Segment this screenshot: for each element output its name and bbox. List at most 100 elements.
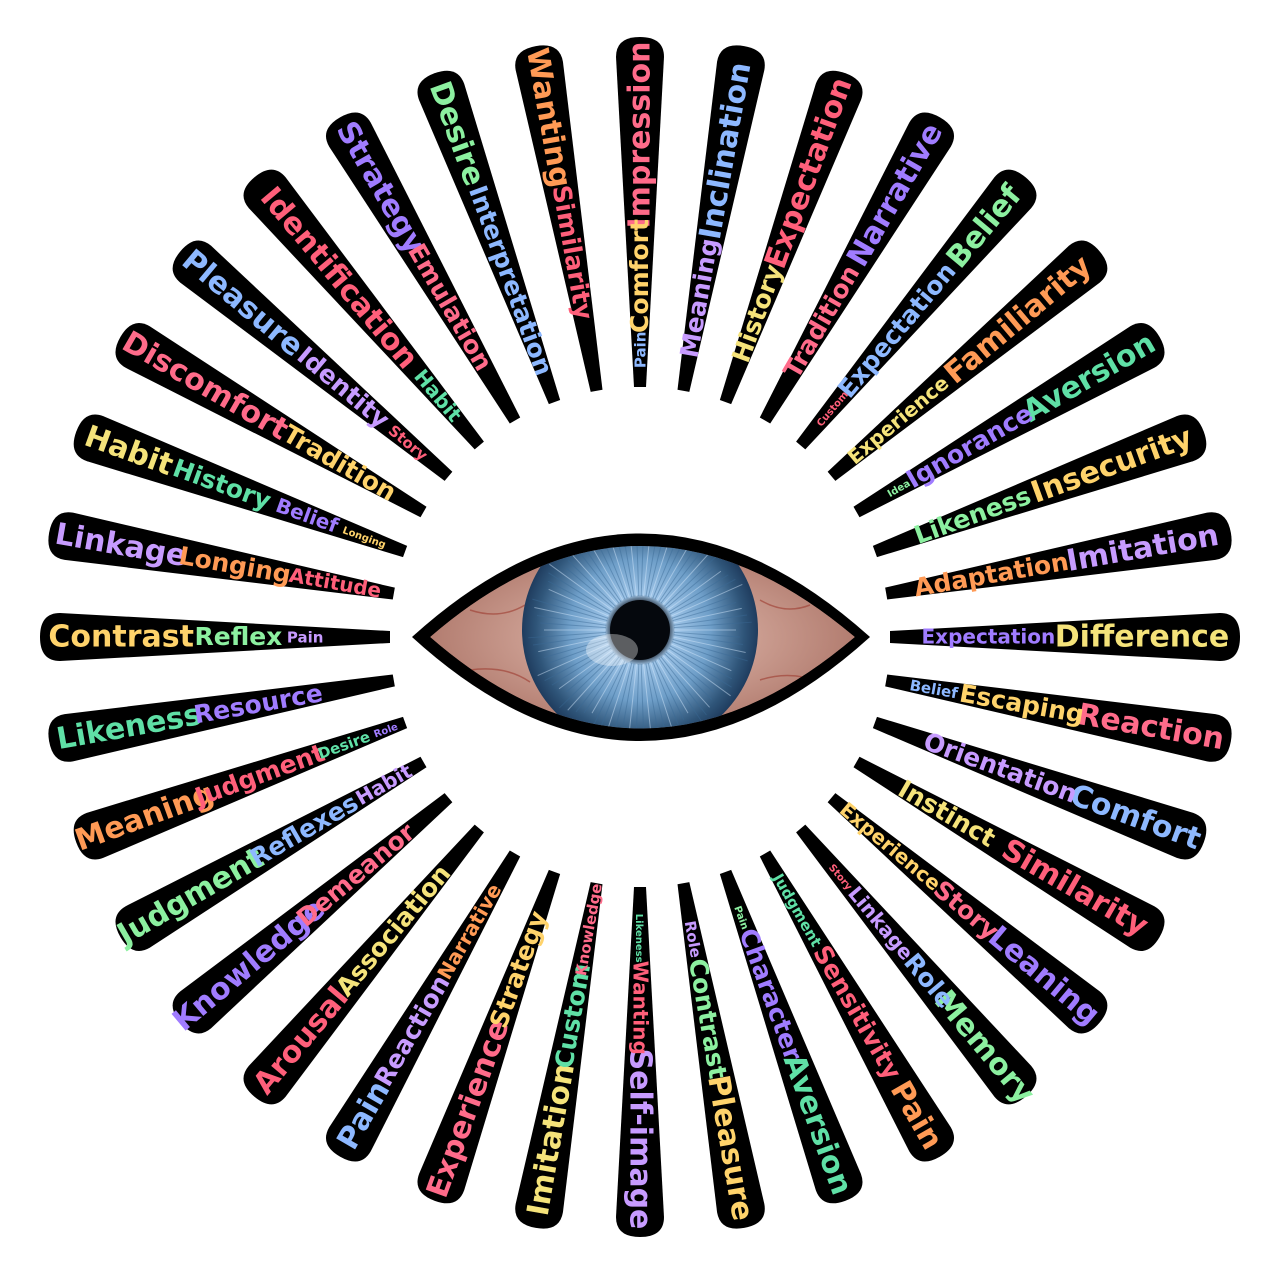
ray-word: Character [733,925,808,1065]
ray-word: Role [681,919,705,959]
ray-shape [796,169,1037,450]
ray-shape [719,869,863,1204]
ray-word: Story [385,421,432,464]
ray-shape [115,756,427,951]
ray-shape [872,716,1207,860]
ray-word: Belief [908,676,959,702]
ray-shape [243,824,484,1105]
ray-shape [827,240,1108,481]
ray-shape [885,512,1232,600]
ray-word: Adaptation [912,547,1071,603]
ray-word: Meaning [675,236,725,360]
ray-word: Linkage [843,882,918,965]
ray-word: Narrative [840,117,950,273]
ray-word: Imitation [1064,518,1222,579]
ray-word: Reaction [369,970,456,1091]
ray-word: History [726,260,788,366]
ray-shape [48,512,395,600]
ray-word: Likeness [633,914,644,963]
ray-word: Impression [623,41,658,228]
ray-word: Story [928,875,1005,946]
ray-word: Habit [351,759,416,810]
ray-word: Judgment [769,870,826,950]
ray-word: Comfort [1065,777,1205,857]
ray-word: Pain [287,629,324,647]
ray-shape [885,674,1232,762]
ray-word: Expectation [922,625,1056,649]
ray-word: Aversion [1017,326,1162,430]
ray-word: Difference [1055,620,1229,655]
ray-shape [890,613,1240,661]
eye-pupil [610,600,670,660]
ray-word: Similarity [995,832,1154,944]
ray-word: Identity [292,341,395,434]
ray-shape [172,793,453,1034]
ray-word: Likeness [910,481,1035,550]
ray-word: Judgment [189,738,328,812]
ray-word: Leaning [981,919,1106,1032]
ray-word: Arousal [246,980,355,1101]
ray-word: Strategy [484,907,553,1032]
ray-word: Resource [192,678,325,729]
ray-shape [759,850,954,1162]
ray-shape [759,112,954,424]
ray-shape [326,112,521,424]
ray-word: Belief [273,493,342,538]
ray-word: Imitation [521,1061,582,1219]
ray-shape [677,882,765,1229]
ray-shape [326,850,521,1162]
ray-word: Instinct [893,774,1000,853]
eye-highlight [586,634,638,666]
ray-word: Wanting [629,961,653,1055]
ray-shape [73,414,408,558]
ray-word: Pain [632,332,650,369]
ray-shape [40,613,390,661]
ray-shape [796,824,1037,1105]
ray-word: Escaping [957,679,1086,729]
ray-shape [616,37,664,387]
ray-word: Self-image [623,1049,658,1230]
ray-shape [48,674,395,762]
ray-word: Similarity [547,183,599,322]
ray-word: Contrast [48,620,194,655]
ray-shape [115,323,427,518]
ray-word: Desire [315,728,372,763]
ray-word: Desire [422,77,492,191]
ray-word: Inclination [693,60,759,242]
eye [412,533,870,741]
ray-shape [243,169,484,450]
ray-word: Contrast [683,956,733,1081]
ray-word: Sensitivity [807,940,907,1084]
ray-shape [73,716,408,860]
ray-word: Longing [177,541,293,589]
ray-shape [827,793,1108,1034]
ray-shape [417,70,561,405]
ray-word: Judgment [110,841,270,954]
ray-shape [872,414,1207,558]
ray-shape [853,323,1165,518]
ray-word: Expectation [758,73,860,273]
ray-word: Comfort [625,219,654,333]
ray-word: Habit [409,364,467,426]
ray-shape [515,45,603,392]
ray-shape [417,869,561,1204]
ray-word: Strategy [329,115,433,260]
ray-word: Pleasure [175,243,310,364]
ray-shape [515,882,603,1229]
ray-word: Reflexes [245,788,363,873]
ray-word: Role [373,722,400,741]
ray-word: Narrative [432,879,506,983]
ray-word: Reflex [194,622,282,651]
ray-word: History [169,453,275,515]
ray-shape [677,45,765,392]
ray-word: Attitude [287,563,383,603]
ray-shape [853,756,1165,951]
ray-shape [616,887,664,1237]
ray-shape [719,70,863,405]
ray-word: Knowledge [572,882,606,977]
